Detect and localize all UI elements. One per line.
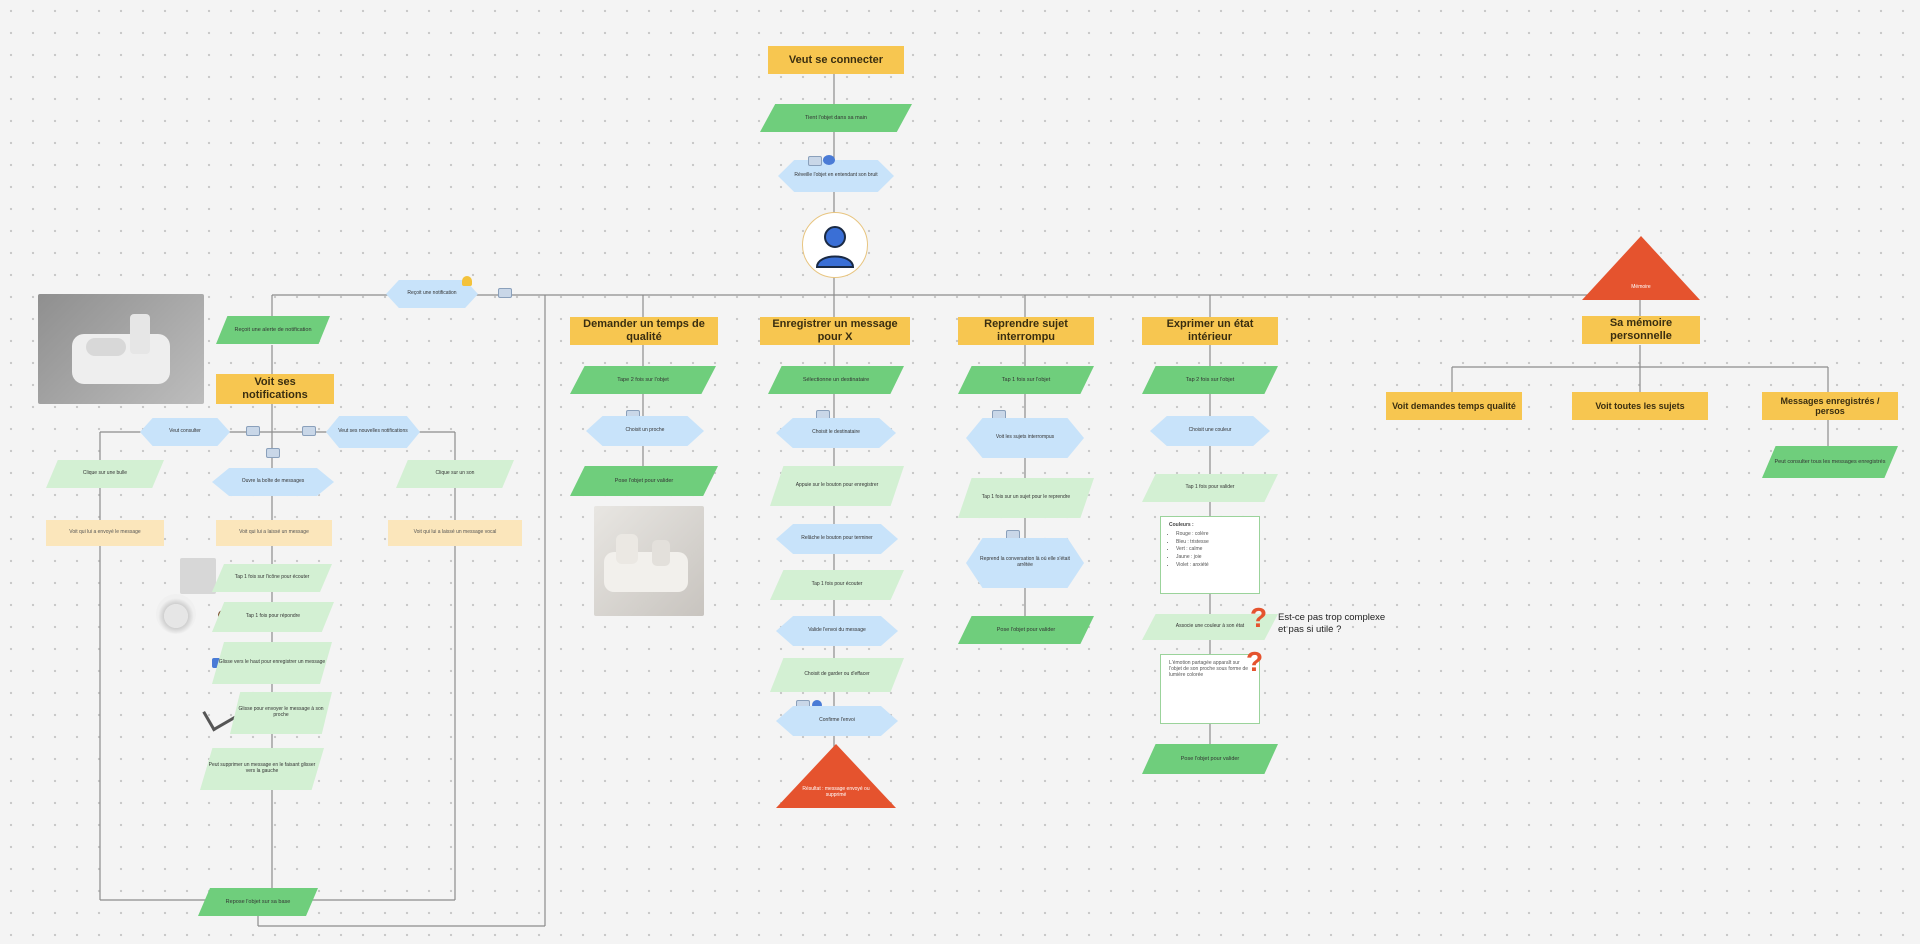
card-icon — [808, 156, 822, 166]
col3-title: Enregistrer un message pour X — [760, 317, 910, 345]
list-item: Violet : anxiété — [1176, 563, 1251, 569]
top-step-1: Tient l'objet dans sa main — [760, 104, 912, 132]
card-icon — [246, 426, 260, 436]
right-item-1: Voit demandes temps qualité — [1386, 392, 1522, 420]
col4-step-2: Voit les sujets interrompus — [966, 418, 1084, 458]
card-icon — [302, 426, 316, 436]
col3-step-3: Appuie sur le bouton pour enregistrer — [770, 466, 904, 506]
list-item: Vert : calme — [1176, 547, 1251, 553]
mid-step-2: Voit qui lui a laissé un message — [216, 520, 332, 546]
col4-step-1: Tap 1 fois sur l'objet — [958, 366, 1094, 394]
thumb-photo-2 — [156, 594, 196, 634]
col5-step-1: Tap 2 fois sur l'objet — [1142, 366, 1278, 394]
col4-step-4: Reprend la conversation là où elle s'éta… — [966, 538, 1084, 588]
eye-icon — [823, 155, 835, 165]
right-sub: Peut consulter tous les messages enregis… — [1762, 446, 1898, 478]
thumb-photo-1 — [180, 558, 216, 594]
col4-step-5: Pose l'objet pour valider — [958, 616, 1094, 644]
c-step-1: Clique sur un son — [396, 460, 514, 488]
col2-step-1: Tape 2 fois sur l'objet — [570, 366, 716, 394]
start-node: Veut se connecter — [768, 46, 904, 74]
left-title: Voit ses notifications — [216, 374, 334, 404]
col5-step-2: Choisit une couleur — [1150, 416, 1270, 446]
doc-title: Couleurs : — [1169, 523, 1251, 529]
action-5: Peut supprimer un message en le faisant … — [200, 748, 324, 790]
card-icon — [498, 288, 512, 298]
question-mark-icon: ? — [1250, 604, 1267, 632]
choice-b: Veut ses nouvelles notifications — [326, 416, 420, 448]
col3-step-8: Confirme l'envoi — [776, 706, 898, 736]
c-step-2: Voit qui lui a laissé un message vocal — [388, 520, 522, 546]
action-3: Glisse vers le haut pour enregistrer un … — [212, 642, 332, 684]
col3-step-2: Choisit le destinataire — [776, 418, 896, 448]
col3-step-7: Choisit de garder ou d'effacer — [770, 658, 904, 692]
list-item: Bleu : tristesse — [1176, 540, 1251, 546]
right-item-2: Voit toutes les sujets — [1572, 392, 1708, 420]
device-photo-1 — [38, 294, 204, 404]
col5-doc-2: L'émotion partagée apparaît sur l'objet … — [1160, 654, 1260, 724]
col5-end: Pose l'objet pour valider — [1142, 744, 1278, 774]
col4-title: Reprendre sujet interrompu — [958, 317, 1094, 345]
a-step-2: Voit qui lui a envoyé le message — [46, 520, 164, 546]
a-step-1: Clique sur une bulle — [46, 460, 164, 488]
col2-title: Demander un temps de qualité — [570, 317, 718, 345]
choice-a: Veut consulter — [140, 418, 230, 446]
col5-step-3: Tap 1 fois pour valider — [1142, 474, 1278, 502]
mid-step-1: Ouvre la boîte de messages — [212, 468, 334, 496]
col2-step-2: Choisit un proche — [586, 416, 704, 446]
action-2: Tap 1 fois pour répondre — [212, 602, 334, 632]
col3-step-1: Sélectionne un destinataire — [768, 366, 904, 394]
col5-title: Exprimer un état intérieur — [1142, 317, 1278, 345]
right-title: Sa mémoire personnelle — [1582, 316, 1700, 344]
left-step-1: Reçoit une alerte de notification — [216, 316, 330, 344]
color-list-card: Couleurs : Rouge : colère Bleu : tristes… — [1160, 516, 1260, 594]
user-avatar-icon — [802, 212, 868, 278]
col3-step-4: Relâche le bouton pour terminer — [776, 524, 898, 554]
action-1: Tap 1 fois sur l'icône pour écouter — [212, 564, 332, 592]
device-photo-2 — [594, 506, 704, 616]
list-item: Rouge : colère — [1176, 532, 1251, 538]
question-mark-icon: ? — [1246, 648, 1263, 676]
left-end: Repose l'objet sur sa base — [198, 888, 318, 916]
comment-note: Est-ce pas trop complexe et pas si utile… — [1278, 612, 1388, 636]
card-icon — [266, 448, 280, 458]
top-step-2: Réveille l'objet en entendant son bruit — [778, 160, 894, 192]
right-item-3: Messages enregistrés / persos — [1762, 392, 1898, 420]
col4-step-3: Tap 1 fois sur un sujet pour le reprendr… — [958, 478, 1094, 518]
color-list: Rouge : colère Bleu : tristesse Vert : c… — [1169, 532, 1251, 569]
col3-step-6: Valide l'envoi du message — [776, 616, 898, 646]
action-4: Glisse pour envoyer le message à son pro… — [230, 692, 332, 734]
bell-icon — [462, 276, 472, 286]
col2-step-3: Pose l'objet pour valider — [570, 466, 718, 496]
col3-step-5: Tap 1 fois pour écouter — [770, 570, 904, 600]
list-item: Jaune : joie — [1176, 555, 1251, 561]
